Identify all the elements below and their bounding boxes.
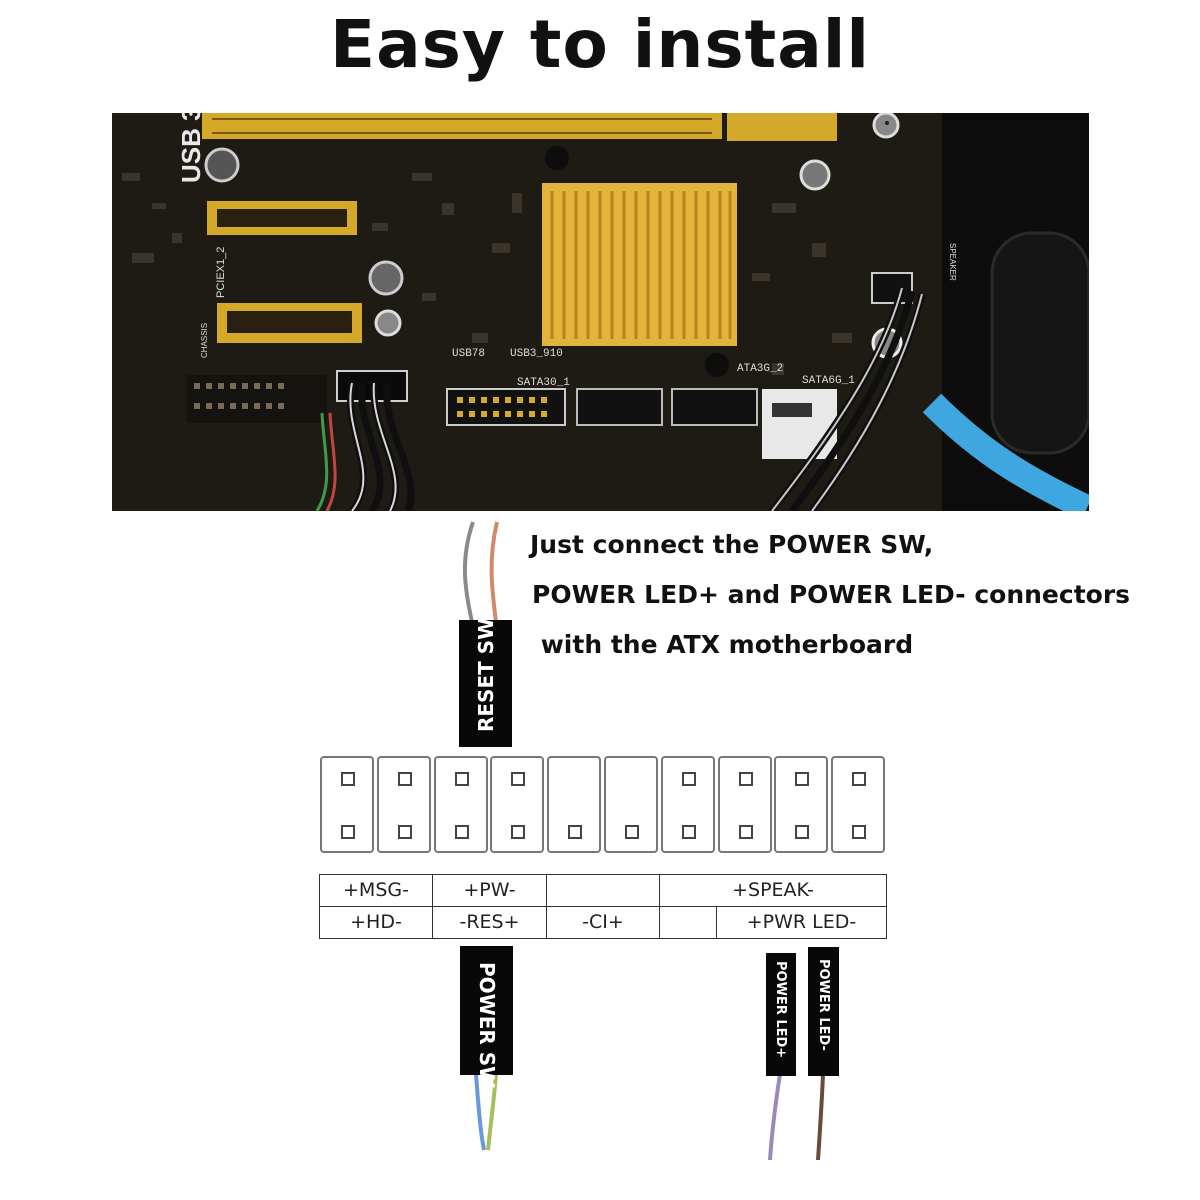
header-column [320, 756, 374, 853]
header-pin [454, 825, 469, 839]
motherboard-photo: USB 3 PCIEX1_2 CHASSIS USB78 USB3_910 SA… [112, 113, 1089, 511]
header-pin [341, 825, 355, 839]
power-led-plus-label: POWER LED+ [773, 961, 788, 1059]
label-pw: +PW- [432, 874, 547, 907]
header-column [376, 756, 431, 853]
instruction-line-2: POWER LED+ and POWER LED- connectors [532, 580, 1131, 609]
sata30-label: SATA30_1 [517, 377, 570, 389]
sata3g-label: ATA3G_2 [737, 363, 783, 375]
label-ci: -CI+ [546, 906, 660, 939]
label-hd: +HD- [319, 906, 433, 939]
reset-sw-connector: RESET SW [459, 617, 512, 747]
header-column [774, 756, 829, 853]
sata6g-label: SATA6G_1 [802, 375, 855, 387]
header-pin [681, 772, 696, 786]
header-column [490, 756, 545, 853]
header-pin [852, 772, 867, 786]
header-pin [397, 825, 412, 839]
instruction-line-3: with the ATX motherboard [532, 630, 914, 659]
power-led-minus-label: POWER LED- [816, 959, 831, 1051]
header-column [831, 756, 886, 853]
usb-label: USB 3 [176, 113, 206, 183]
header-pin [738, 772, 753, 786]
speaker-label: SPEAKER [948, 243, 957, 281]
label-pwr-led: +PWR LED- [716, 906, 887, 939]
header-pin [795, 825, 810, 839]
instruction-line-1: Just connect the POWER SW, [530, 530, 934, 559]
header-pin [625, 825, 639, 839]
header-pin [852, 825, 867, 839]
chassis-label: CHASSIS [200, 323, 209, 358]
header-pin [738, 825, 753, 839]
header-column [547, 756, 602, 853]
header-pin [341, 772, 355, 786]
power-led-plus-connector: POWER LED+ [766, 953, 796, 1076]
label-empty-bottom [659, 906, 717, 939]
page-title: Easy to install [329, 6, 870, 83]
header-pin [511, 825, 526, 839]
header-pin [568, 825, 583, 839]
usb78-label: USB78 [452, 348, 485, 360]
header-column [604, 756, 658, 853]
header-pin [795, 772, 810, 786]
pciex1-label: PCIEX1_2 [215, 247, 227, 298]
header-pin [681, 825, 696, 839]
label-empty-top [546, 874, 660, 907]
header-column [660, 756, 715, 853]
reset-sw-label: RESET SW [474, 617, 498, 732]
usb3-label: USB3_910 [510, 348, 563, 360]
label-res: -RES+ [432, 906, 547, 939]
header-pin [397, 772, 412, 786]
power-sw-label: POWER SW [475, 962, 499, 1089]
header-pin [511, 772, 526, 786]
power-led-minus-connector: POWER LED- [808, 947, 839, 1076]
power-sw-connector: POWER SW [460, 946, 513, 1088]
label-msg: +MSG- [319, 874, 433, 907]
header-column [433, 756, 488, 853]
header-column [717, 756, 772, 853]
label-speak: +SPEAK- [659, 874, 887, 907]
header-pin [454, 772, 469, 786]
